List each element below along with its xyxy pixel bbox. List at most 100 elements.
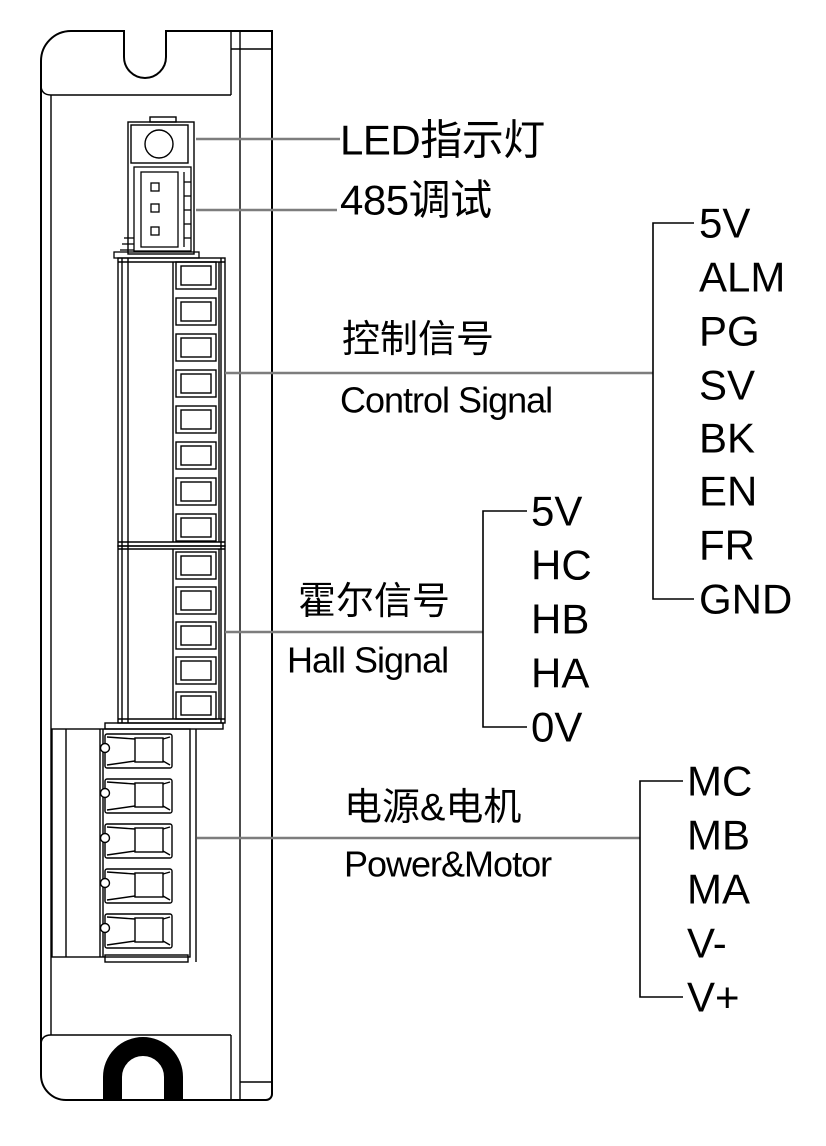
module-base-plate: [113, 251, 200, 259]
power-slots: [99, 733, 173, 949]
led-housing: [130, 124, 189, 164]
pin-label: MB: [687, 812, 750, 859]
hall-pin-labels: 5V HC HB HA 0V: [531, 488, 592, 751]
power-terminal-slot: [99, 778, 173, 814]
device-outline: [40, 30, 273, 1101]
pin-label: MA: [687, 866, 750, 913]
terminal-slot-inner: [180, 301, 212, 322]
terminal-slot: [175, 405, 217, 434]
inner-corner-bottom: [40, 1034, 52, 1046]
screw-head: [99, 832, 111, 844]
slot-bevel: [106, 781, 171, 811]
terminal-slot: [175, 586, 217, 615]
terminal-slot: [104, 913, 173, 949]
terminal-slot-inner: [180, 625, 212, 646]
terminal-slot-inner: [180, 660, 212, 681]
control-connector: [117, 257, 226, 547]
control-slots: [175, 261, 217, 542]
pin-label: ALM: [699, 254, 785, 301]
rs485-inner: [140, 171, 179, 248]
slot-bevel: [106, 736, 171, 766]
terminal-slot-inner: [134, 872, 164, 898]
pin-label: SV: [699, 362, 755, 409]
terminal-slot-inner: [180, 590, 212, 611]
power-pin-labels: MC MB MA V- V+: [687, 758, 752, 1021]
terminal-slot-inner: [180, 555, 212, 576]
slot-bevel: [106, 826, 171, 856]
power-connector: [51, 728, 197, 963]
hall-pin-bracket: [482, 510, 527, 728]
leader-lines: [196, 137, 653, 840]
power-label-zh: 电源&电机: [344, 787, 521, 829]
pin-label: FR: [699, 522, 755, 569]
control-pin-labels: 5V ALM PG SV BK EN FR GND: [699, 200, 792, 623]
power-terminal-slot: [99, 733, 173, 769]
control-label-zh: 控制信号: [342, 319, 494, 361]
pin-label: V-: [687, 920, 727, 967]
rs485-housing: [133, 166, 192, 252]
control-label-en: Control Signal: [340, 380, 552, 421]
inner-corner-top: [40, 84, 52, 96]
power-label-en: Power&Motor: [344, 844, 552, 885]
rs485-label: 485调试: [340, 177, 492, 224]
pin-label: 5V: [531, 488, 582, 535]
terminal-slot: [175, 369, 217, 398]
slot-bevel: [106, 871, 171, 901]
terminal-slot-inner: [180, 265, 212, 286]
pin-label: HC: [531, 542, 592, 589]
terminal-slot: [175, 691, 217, 720]
terminal-slot-inner: [180, 445, 212, 466]
slot-bevel: [106, 916, 171, 946]
terminal-slot: [175, 333, 217, 362]
terminal-slot: [104, 868, 173, 904]
terminal-slot: [175, 656, 217, 685]
terminal-slot-inner: [180, 517, 212, 538]
pin-brackets: [482, 222, 694, 998]
screw-head: [99, 742, 111, 754]
power-pin-bracket: [639, 780, 683, 998]
screw-head: [99, 922, 111, 934]
led-label: LED指示灯: [340, 117, 545, 164]
terminal-slot-inner: [134, 782, 164, 808]
power-terminal-slot: [99, 913, 173, 949]
pin-label: 5V: [699, 200, 750, 247]
pin-label: MC: [687, 758, 752, 805]
terminal-slot-inner: [134, 827, 164, 853]
hall-connector: [104, 545, 226, 730]
hall-base-plate: [104, 722, 224, 730]
labels: LED指示灯 485调试 控制信号 Control Signal 霍尔信号 Ha…: [287, 117, 553, 885]
screw-head: [99, 787, 111, 799]
terminal-slot-inner: [134, 917, 164, 943]
terminal-slot: [175, 441, 217, 470]
pin-label: GND: [699, 576, 792, 623]
pin-label: HA: [531, 650, 589, 697]
hall-label-zh: 霍尔信号: [298, 581, 450, 623]
pin-label: HB: [531, 596, 589, 643]
pin-label: EN: [699, 468, 757, 515]
terminal-slot: [104, 823, 173, 859]
pin-label: BK: [699, 415, 755, 462]
terminal-slot: [175, 513, 217, 542]
pin-label: V+: [687, 974, 740, 1021]
terminal-slot-inner: [180, 337, 212, 358]
terminal-slot-inner: [180, 695, 212, 716]
module-top-tab: [149, 116, 177, 123]
led-indicator-circle: [144, 129, 174, 159]
power-terminal-slot: [99, 823, 173, 859]
terminal-slot-inner: [180, 409, 212, 430]
rs485-pin: [150, 226, 160, 236]
terminal-slot-inner: [180, 373, 212, 394]
pin-label: PG: [699, 308, 760, 355]
terminal-slot: [175, 477, 217, 506]
power-terminal-slot: [99, 868, 173, 904]
driver-body: [40, 30, 273, 1101]
terminal-slot: [175, 551, 217, 580]
terminal-slot: [175, 621, 217, 650]
led-module: [127, 116, 195, 255]
terminal-slot: [175, 297, 217, 326]
rs485-connector: [113, 166, 200, 259]
bottom-mounting-slot: [103, 1037, 183, 1100]
power-base-plate: [104, 954, 189, 963]
